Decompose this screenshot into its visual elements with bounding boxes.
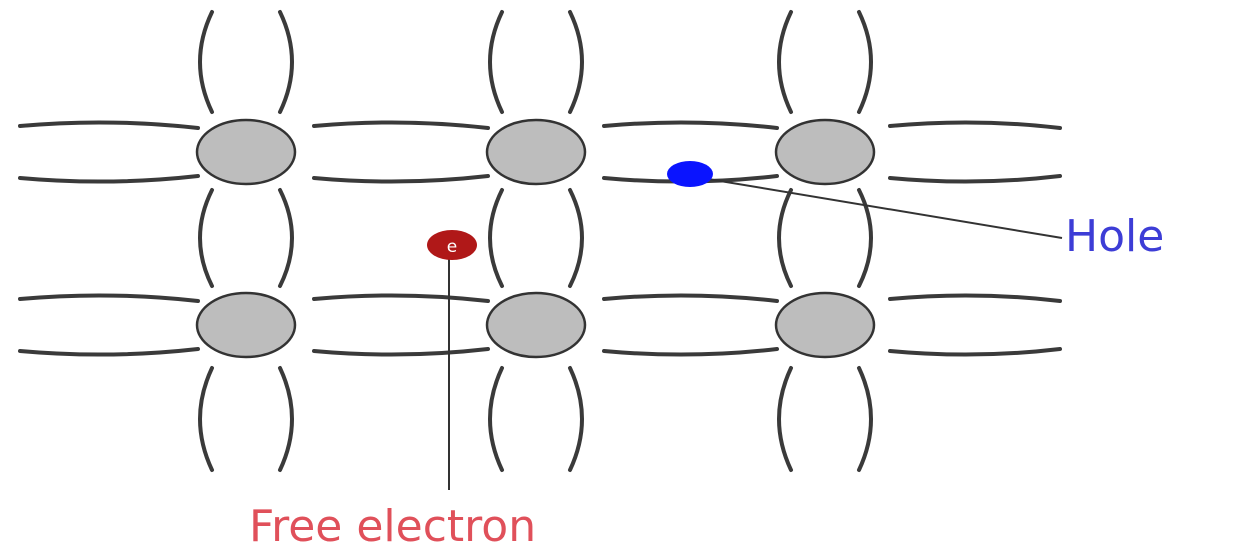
vertical-bond-right-2-1 (857, 188, 873, 288)
free-electron-label: Free electron (249, 501, 536, 550)
horizontal-bond-bottom-0-0 (18, 174, 200, 184)
electron-symbol: e (447, 237, 457, 257)
vertical-bond-left-1-0 (488, 10, 504, 114)
horizontal-bond-top-0-3 (888, 120, 1062, 130)
atom-1-0 (195, 291, 297, 359)
covalent-bonds (18, 10, 1062, 472)
vertical-bond-right-2-2 (857, 366, 873, 472)
atom-0-2 (774, 118, 876, 186)
hole-label: Hole (1065, 211, 1164, 262)
vertical-bond-right-0-0 (278, 10, 294, 114)
free-electron-marker (427, 230, 477, 260)
horizontal-bond-bottom-1-3 (888, 347, 1062, 357)
horizontal-bond-bottom-1-2 (602, 347, 779, 357)
horizontal-bond-top-1-0 (18, 293, 200, 303)
vertical-bond-left-2-2 (777, 366, 793, 472)
horizontal-bond-top-1-1 (312, 293, 490, 303)
vertical-bond-right-0-2 (278, 366, 294, 472)
vertical-bond-left-0-0 (198, 10, 214, 114)
vertical-bond-left-2-0 (777, 10, 793, 114)
vertical-bond-right-1-1 (568, 188, 584, 288)
hole-pointer-line (689, 175, 1063, 239)
horizontal-bond-bottom-1-0 (18, 347, 200, 357)
horizontal-bond-bottom-0-1 (312, 174, 490, 184)
vertical-bond-left-1-1 (488, 188, 504, 288)
horizontal-bond-top-1-3 (888, 293, 1062, 303)
atom-0-1 (485, 118, 587, 186)
vertical-bond-right-2-0 (857, 10, 873, 114)
horizontal-bond-bottom-0-3 (888, 174, 1062, 184)
vertical-bond-left-1-2 (488, 366, 504, 472)
horizontal-bond-bottom-1-1 (312, 347, 490, 357)
horizontal-bond-top-0-0 (18, 120, 200, 130)
horizontal-bond-top-0-2 (602, 120, 779, 130)
atom-1-2 (774, 291, 876, 359)
vertical-bond-left-0-2 (198, 366, 214, 472)
vertical-bond-right-1-2 (568, 366, 584, 472)
vertical-bond-right-0-1 (278, 188, 294, 288)
vertical-bond-left-0-1 (198, 188, 214, 288)
horizontal-bond-top-1-2 (602, 293, 779, 303)
horizontal-bond-top-0-1 (312, 120, 490, 130)
vertical-bond-left-2-1 (777, 188, 793, 288)
hole-marker (667, 161, 713, 187)
atom-1-1 (485, 291, 587, 359)
lattice-atoms (195, 118, 876, 359)
vertical-bond-right-1-0 (568, 10, 584, 114)
atom-0-0 (195, 118, 297, 186)
